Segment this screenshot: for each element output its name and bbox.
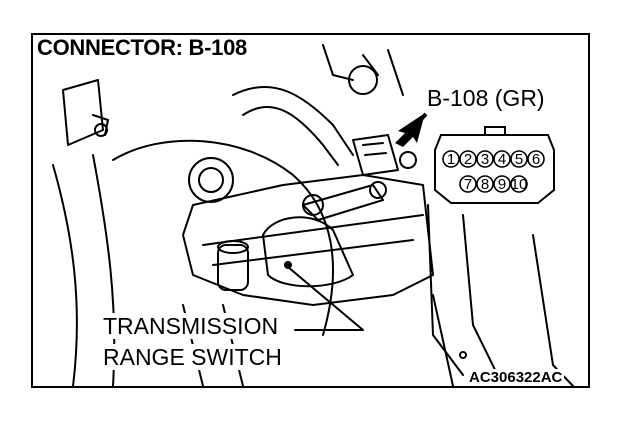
connector-pin-number: 9 xyxy=(498,176,506,193)
connector-pin-number: 3 xyxy=(481,151,489,168)
transmission-body xyxy=(182,174,434,306)
label-leader xyxy=(287,266,364,331)
connector-pin xyxy=(493,150,511,168)
connector-pin-number: 2 xyxy=(464,151,472,168)
connector-pin xyxy=(442,150,460,168)
connector-pin-number: 7 xyxy=(464,176,472,193)
connector-pin-number: 5 xyxy=(515,151,523,168)
switch-plate xyxy=(262,216,354,288)
connector-pin-number: 1 xyxy=(447,151,455,168)
component-label-line2: RANGE SWITCH xyxy=(101,344,284,370)
connector-pin xyxy=(459,175,477,193)
connector-pin-number: 4 xyxy=(498,151,506,168)
cylinder xyxy=(217,244,249,291)
connector-pin xyxy=(493,175,511,193)
connector-pin xyxy=(510,175,528,193)
connector-pin xyxy=(459,150,477,168)
connector-pin xyxy=(476,175,494,193)
bolt-left xyxy=(94,123,108,137)
bolt-top xyxy=(348,65,378,95)
thin-hose xyxy=(112,139,334,336)
component-label-line1: TRANSMISSION xyxy=(101,313,281,339)
connector-pin xyxy=(527,150,545,168)
connector-pin-number: 10 xyxy=(511,176,528,193)
connector-callout-label: B-108 (GR) xyxy=(425,85,547,111)
figure-code: AC306322AC xyxy=(467,369,565,386)
connector-pin-number: 6 xyxy=(532,151,540,168)
connector-pin-number: 8 xyxy=(481,176,489,193)
connector-pin xyxy=(476,150,494,168)
connector-pin xyxy=(510,150,528,168)
page-title: CONNECTOR: B-108 xyxy=(36,35,251,61)
upper-pipe xyxy=(232,86,354,166)
connector-body xyxy=(352,134,399,176)
ring-fitting xyxy=(188,157,234,203)
lever-pivot xyxy=(302,194,324,216)
